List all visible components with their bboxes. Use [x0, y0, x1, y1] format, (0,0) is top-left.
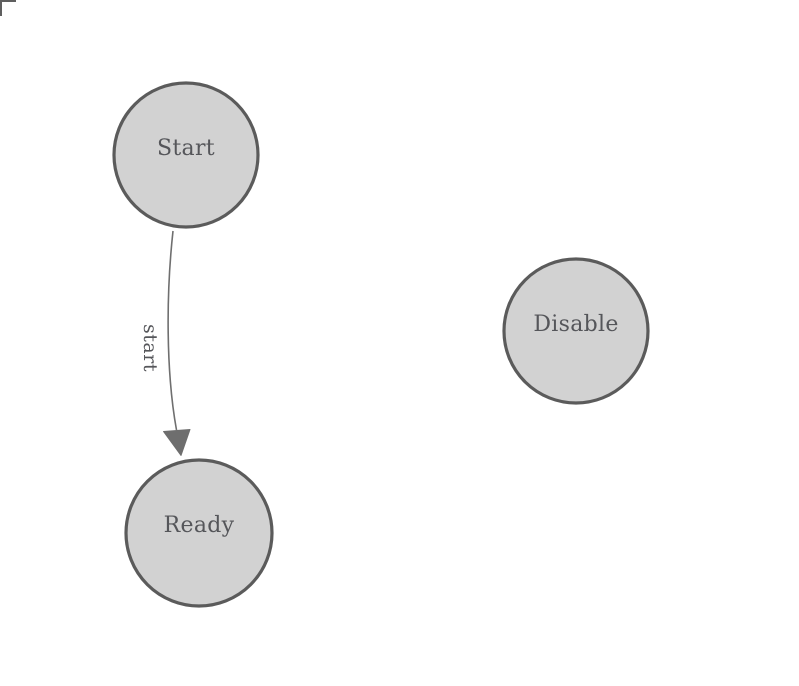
- state-circle-start[interactable]: [112, 81, 260, 229]
- canvas-origin-corner-mark: [0, 0, 16, 16]
- transition-edge[interactable]: [167, 230, 178, 431]
- state-label-disable: Disable: [533, 312, 618, 337]
- transition-start-to-ready[interactable]: start: [139, 230, 191, 456]
- state-label-ready: Ready: [164, 513, 235, 538]
- state-circle-ready[interactable]: [124, 458, 274, 608]
- state-node-disable[interactable]: Disable: [502, 257, 650, 405]
- state-label-start: Start: [157, 136, 215, 161]
- transition-label[interactable]: start: [139, 324, 161, 372]
- transition-arrowhead-icon[interactable]: [163, 429, 191, 456]
- state-node-start[interactable]: Start: [112, 81, 260, 229]
- state-circle-disable[interactable]: [502, 257, 650, 405]
- state-node-ready[interactable]: Ready: [124, 458, 274, 608]
